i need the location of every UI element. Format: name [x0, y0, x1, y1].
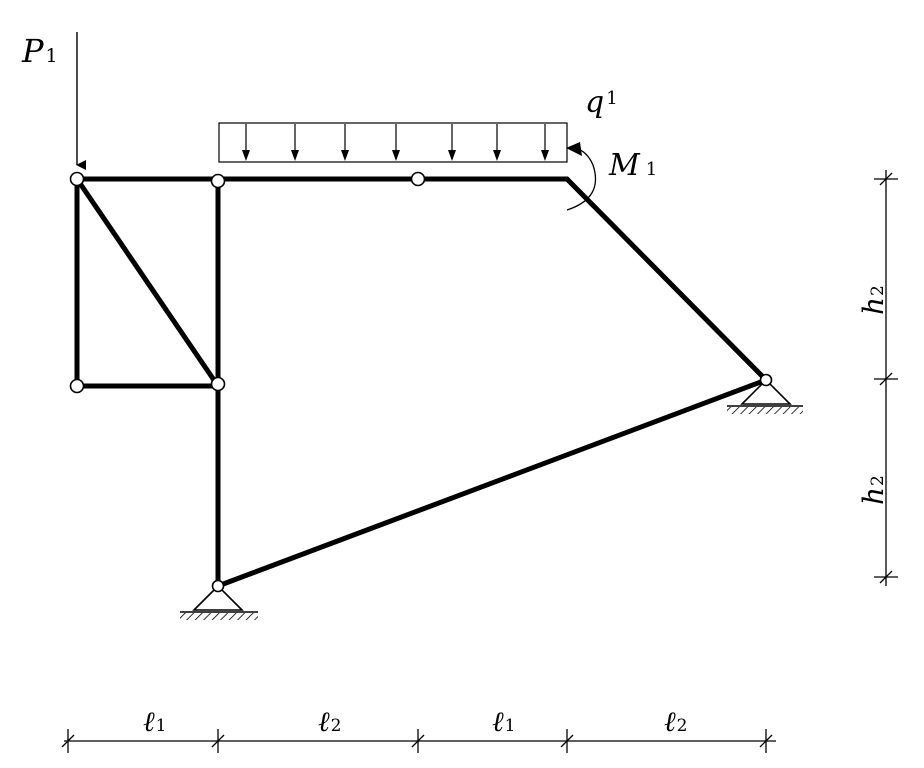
load-arrow-head	[493, 150, 501, 161]
support-right	[727, 373, 803, 414]
load-arrow-head	[341, 150, 349, 161]
diagonal-member	[74, 176, 221, 389]
moment-arc-icon	[566, 142, 597, 211]
hinge-column-mid	[210, 376, 226, 392]
right-inclined-member	[564, 176, 769, 383]
load-arrow-head	[242, 150, 250, 161]
dim-label-h2-upper: h2	[857, 285, 890, 315]
load-arrow-head	[291, 150, 299, 161]
dim-label-l2-a: ℓ2	[318, 705, 342, 738]
hinge-bottom-left	[69, 378, 85, 394]
distributed-load	[218, 122, 568, 163]
dim-label-l1-b: ℓ1	[492, 705, 516, 738]
distributed-load-arrows	[242, 124, 549, 161]
hinge-top-middle	[410, 171, 426, 187]
bottom-tie-member	[215, 377, 769, 589]
load-arrow-head	[448, 150, 456, 161]
support-left	[180, 579, 258, 620]
dim-label-l2-b: ℓ2	[664, 705, 688, 738]
load-arrow-head	[541, 150, 549, 161]
dim-label-h2-lower: h2	[857, 475, 890, 505]
dim-label-l1-a: ℓ1	[143, 705, 167, 738]
load-arrow-head	[392, 150, 400, 161]
vertical-dimension-line	[874, 170, 898, 586]
frame-members	[74, 176, 769, 589]
horizontal-dimension-line	[61, 729, 776, 753]
hinge-top-left	[69, 171, 85, 187]
hinge-top-column	[210, 173, 226, 189]
hinges	[69, 171, 426, 394]
